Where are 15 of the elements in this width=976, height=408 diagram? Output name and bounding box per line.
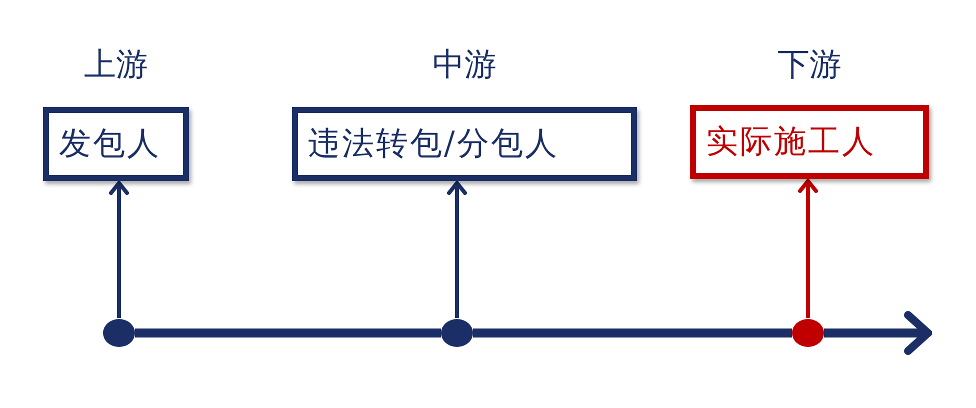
timeline-dot — [441, 319, 473, 347]
arrow — [109, 181, 129, 318]
party-label: 实际施工人 — [706, 121, 876, 162]
stage-heading: 下游 — [778, 44, 842, 84]
timeline-dot — [103, 319, 135, 347]
timeline-axis — [473, 328, 792, 338]
timeline-axis — [824, 311, 932, 355]
stage-heading: 中游 — [432, 44, 496, 84]
party-label: 发包人 — [59, 123, 161, 164]
arrow — [798, 179, 818, 318]
stage-heading: 上游 — [84, 44, 148, 84]
timeline-axis — [135, 328, 441, 338]
party-label: 违法转包/分包人 — [308, 123, 559, 164]
timeline-dot — [792, 319, 824, 347]
arrow — [447, 181, 467, 318]
